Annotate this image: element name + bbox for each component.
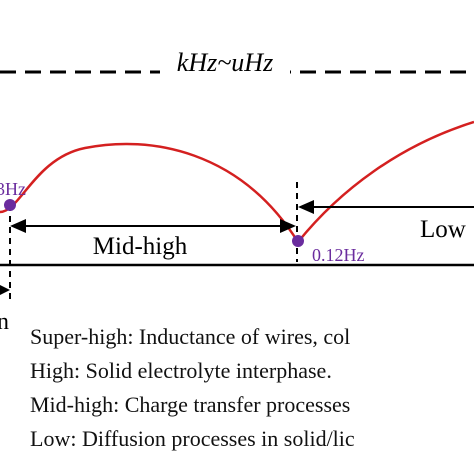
low-arrow-left-head — [298, 200, 314, 214]
point-left-label: 3Hz — [0, 179, 26, 199]
impedance-curve — [0, 120, 474, 245]
point-left — [4, 199, 16, 211]
mid-high-arrow-right-head — [280, 219, 296, 233]
legend: Super-high: Inductance of wires, col Hig… — [30, 320, 474, 456]
band-label-bg — [160, 52, 290, 88]
legend-line-super-high: Super-high: Inductance of wires, col — [30, 324, 351, 349]
mid-high-arrow-left-head — [10, 219, 26, 233]
region-mid-high-label: Mid-high — [93, 233, 188, 260]
legend-line-high: High: Solid electrolyte interphase. — [30, 358, 332, 383]
point-mid — [292, 235, 304, 247]
point-mid-label: 0.12Hz — [312, 245, 365, 265]
band-label: kHz~uHz — [177, 48, 273, 77]
cut-arrow-head — [0, 285, 10, 295]
cut-label: n — [0, 309, 9, 335]
region-low-label: Low — [420, 216, 466, 243]
legend-line-mid-high: Mid-high: Charge transfer processes — [30, 392, 351, 417]
legend-line-low: Low: Diffusion processes in solid/lic — [30, 426, 355, 451]
